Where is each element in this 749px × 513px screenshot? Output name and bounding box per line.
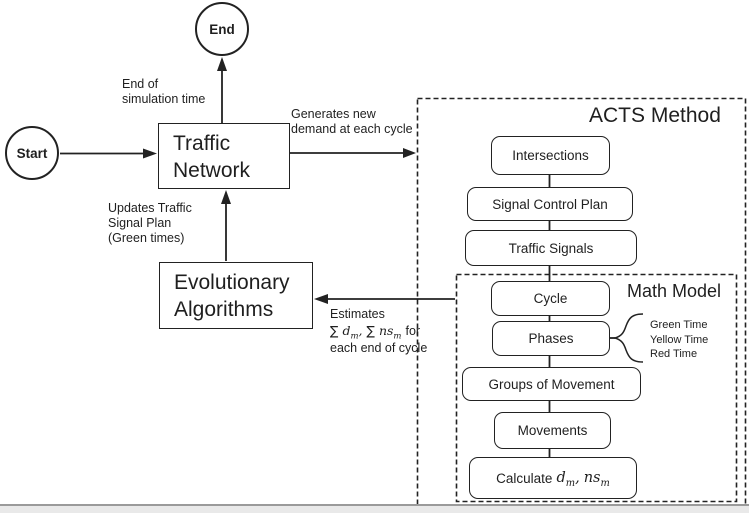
traffic-network-box: Traffic Network	[158, 123, 290, 189]
traffic-network-label-line1: Traffic	[173, 132, 231, 155]
acts-method-title: ACTS Method	[589, 104, 721, 127]
label-generates-demand: Generates new demand at each cycle	[291, 107, 413, 136]
label-phase-times: Green Time Yellow Time Red Time	[650, 319, 709, 360]
evolutionary-algorithms-box: Evolutionary Algorithms	[159, 262, 313, 329]
start-node-label: Start	[16, 145, 48, 161]
phase-times-brace	[609, 313, 644, 363]
traffic-signals-label: Traffic Signals	[508, 240, 594, 256]
movements-label: Movements	[517, 423, 588, 438]
calculate-label-prefix: Calculate	[496, 470, 553, 486]
math-box-movements: Movements	[494, 412, 611, 449]
label-updates-signal-plan: Updates Traffic Signal Plan (Green times…	[108, 201, 192, 245]
end-node-label: End	[209, 21, 235, 37]
math-box-calculate: Calculate dm, nsm	[469, 457, 637, 499]
arrow-math-model-to-evolutionary	[314, 294, 455, 304]
phases-label: Phases	[528, 331, 574, 346]
acts-box-signal-control-plan: Signal Control Plan	[467, 187, 633, 221]
bottom-border-bar	[0, 504, 749, 513]
math-box-groups-of-movement: Groups of Movement	[462, 367, 641, 401]
groups-of-movement-label: Groups of Movement	[488, 376, 615, 392]
math-box-phases: Phases	[492, 321, 610, 356]
acts-box-intersections: Intersections	[491, 136, 610, 175]
evolutionary-label-line2: Algorithms	[174, 298, 274, 321]
arrow-traffic-network-to-end	[217, 57, 227, 123]
math-model-dashed-border	[455, 273, 738, 503]
arrow-start-to-traffic-network	[60, 148, 157, 159]
acts-box-traffic-signals: Traffic Signals	[465, 230, 637, 266]
arrow-traffic-network-to-acts	[290, 148, 416, 158]
cycle-label: Cycle	[533, 291, 568, 306]
calculate-formula: dm, nsm	[556, 470, 610, 489]
traffic-network-label-line2: Network	[173, 159, 251, 182]
label-end-of-simulation: End of simulation time	[122, 77, 206, 106]
signal-control-plan-label: Signal Control Plan	[492, 196, 608, 212]
evolutionary-label-line1: Evolutionary	[174, 271, 290, 294]
math-box-cycle: Cycle	[491, 281, 610, 316]
intersections-label: Intersections	[512, 148, 589, 163]
end-node: End	[195, 2, 249, 56]
arrow-evolutionary-to-traffic-network	[221, 190, 231, 261]
math-model-title: Math Model	[627, 281, 722, 301]
start-node: Start	[5, 126, 59, 180]
